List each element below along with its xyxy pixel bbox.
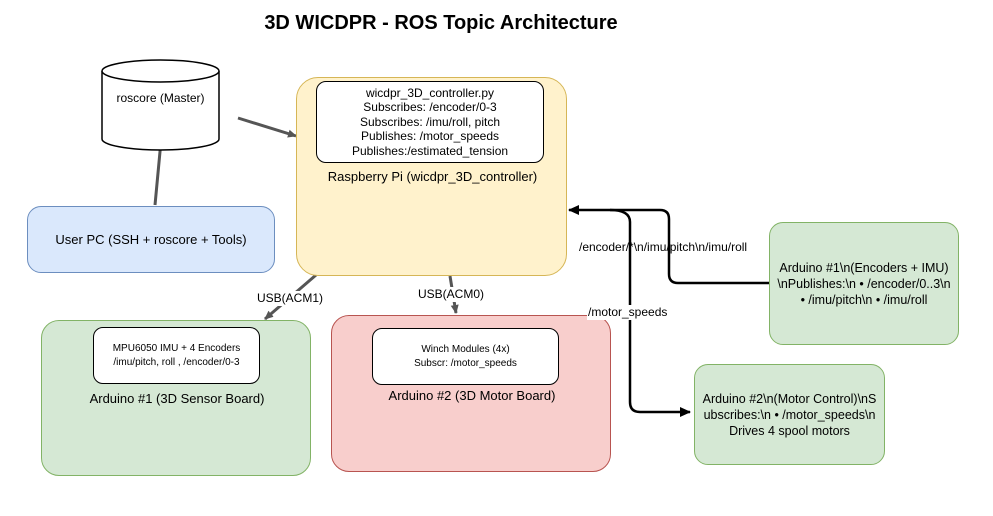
sensor-board-node: MPU6050 IMU + 4 Encoders /imu/pitch, rol… [41,320,311,476]
arduino1-publisher-label: Arduino #1\n(Encoders + IMU)\nPublishes:… [777,260,951,307]
roscore-label: roscore (Master) [116,91,205,105]
script-subscribe-imu: Subscribes: /imu/roll, pitch [359,114,501,129]
script-publish-tension: Publishes:/estimated_tension [351,143,509,158]
script-name: wicdpr_3D_controller.py [365,85,495,100]
motor-board-node: Winch Modules (4x) Subscr: /motor_speeds… [331,315,611,472]
edge-arduino1-to-raspberrypi [568,205,769,285]
arduino1-publisher-node: Arduino #1\n(Encoders + IMU)\nPublishes:… [769,222,959,345]
raspberry-pi-node: wicdpr_3D_controller.py Subscribes: /enc… [296,77,567,276]
edge-label-encoder-topic: /encoder/*\n/imu/pitch\n/imu/roll [579,240,748,254]
script-publish-motor-speeds: Publishes: /motor_speeds [360,129,500,144]
motor-board-topics: Subscr: /motor_speeds [414,357,517,369]
script-subscribe-encoder: Subscribes: /encoder/0-3 [363,100,497,115]
user-pc-node: User PC (SSH + roscore + Tools) [27,206,275,273]
diagram-title: 3D WICDPR - ROS Topic Architecture [264,12,618,34]
sensor-board-inner-box: MPU6050 IMU + 4 Encoders /imu/pitch, rol… [93,327,260,384]
edge-userpc-to-roscore [153,140,165,206]
edge-raspberrypi-to-arduino2 [609,208,691,417]
sensor-board-topics: /imu/pitch, roll , /encoder/0-3 [113,356,240,368]
arduino2-subscriber-label: Arduino #2\n(Motor Control)\nSubscribes:… [702,391,877,438]
cylinder-shape [101,59,220,151]
edge-label-usb-acm1: USB(ACM1) [256,291,325,306]
motor-board-inner-box: Winch Modules (4x) Subscr: /motor_speeds [372,328,559,385]
motor-board-components: Winch Modules (4x) [421,343,510,355]
edge-roscore-to-raspberrypi [237,116,297,138]
motor-board-label: Arduino #2 (3D Motor Board) [388,388,556,403]
edge-label-usb-acm0: USB(ACM0) [417,287,486,302]
controller-script-box: wicdpr_3D_controller.py Subscribes: /enc… [316,81,544,163]
roscore-node: roscore (Master) [101,59,220,151]
sensor-board-components: MPU6050 IMU + 4 Encoders [112,342,241,354]
raspberry-pi-label: Raspberry Pi (wicdpr_3D_controller) [327,169,538,184]
user-pc-label: User PC (SSH + roscore + Tools) [55,232,247,247]
sensor-board-label: Arduino #1 (3D Sensor Board) [89,391,265,406]
arduino2-subscriber-node: Arduino #2\n(Motor Control)\nSubscribes:… [694,364,885,465]
edge-label-motor-topic: /motor_speeds [587,305,669,320]
